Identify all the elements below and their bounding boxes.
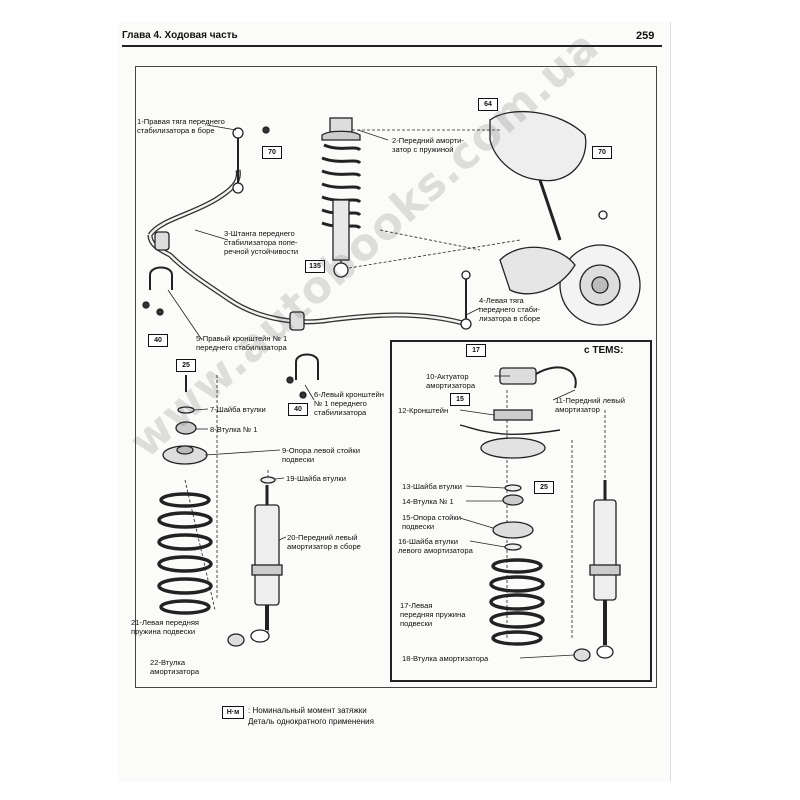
torque-box: 64 <box>478 98 498 111</box>
bracket-right <box>142 266 173 316</box>
label-2-front-shock: 2-Передний аморти- затор с пружиной <box>392 136 464 154</box>
bar-bushing-right <box>154 231 170 251</box>
torque-box: 135 <box>305 260 325 273</box>
label-9-strut-mount: 9-Опора левой стойки подвески <box>282 446 360 464</box>
torque-box: 70 <box>592 146 612 159</box>
bar-bushing-left <box>289 311 305 331</box>
label-3-stabilizer-bar: 3-Штанга переднего стабилизатора попе- р… <box>224 229 299 256</box>
label-1-right-link: 1-Правая тяга переднего стабилизатора в … <box>137 117 225 135</box>
label-11-left-shock: 11-Передний левый амортизатор <box>555 396 625 414</box>
label-22-shock-bushing: 22-Втулка амортизатора <box>150 658 200 676</box>
legend-torque-key: Н·м <box>222 706 244 719</box>
diagram-frame <box>135 66 657 688</box>
torque-box: 25 <box>176 359 196 372</box>
header-rule <box>122 45 662 47</box>
legend-single-use-text: Деталь однократного применения <box>248 717 374 726</box>
tems-parts <box>459 366 621 662</box>
torque-box: 15 <box>450 393 470 406</box>
tems-coil-spring <box>489 558 545 646</box>
left-coil-spring <box>157 492 213 615</box>
label-19-washer: 19-Шайба втулки <box>286 474 346 483</box>
label-18-shock-bushing: 18-Втулка амортизатора <box>402 654 489 663</box>
steering-knuckle <box>489 110 641 326</box>
legend-torque-text: : Номинальный момент затяжки <box>248 706 367 715</box>
torque-box: 25 <box>534 481 554 494</box>
bracket-left <box>286 353 319 399</box>
section-header: Глава 4. Ходовая часть <box>122 30 238 41</box>
label-7-bushing-washer: 7-Шайба втулки <box>210 405 266 414</box>
left-shock-absorber <box>227 485 283 647</box>
label-13-washer: 13-Шайба втулки <box>402 482 462 491</box>
label-21-left-spring: 21-Левая передняя пружина подвески <box>131 618 200 636</box>
label-17-left-spring: 17-Левая передняя пружина подвески <box>400 601 466 628</box>
label-16-shock-washer: 16-Шайба втулки левого амортизатора <box>398 537 473 555</box>
label-5-right-bracket: 5-Правый кронштейн № 1 переднего стабили… <box>196 334 288 352</box>
left-strut-parts <box>162 375 276 484</box>
label-10-actuator: 10-Актуатор амортизатора <box>426 372 476 390</box>
label-14-bushing: 14-Втулка № 1 <box>402 497 454 506</box>
tems-box <box>390 340 652 682</box>
label-15-strut-mount: 15-Опора стойки подвески <box>402 513 461 531</box>
label-8-bushing: 8-Втулка № 1 <box>210 425 258 434</box>
label-4-left-link: 4-Левая тяга переднего стаби- лизатора в… <box>479 296 541 323</box>
front-coilover <box>321 117 362 278</box>
torque-box: 70 <box>262 146 282 159</box>
tems-title: с TEMS: <box>584 345 624 356</box>
label-6-left-bracket: 6-Левый кронштейн № 1 переднего стабилиз… <box>314 390 384 417</box>
torque-box: 17 <box>466 344 486 357</box>
torque-box: 40 <box>288 403 308 416</box>
label-20-left-shock-assy: 20-Передний левый амортизатор в сборе <box>287 533 361 551</box>
label-12-bracket: 12-Кронштейн <box>398 406 449 415</box>
torque-box: 40 <box>148 334 168 347</box>
page-number: 259 <box>636 30 655 42</box>
